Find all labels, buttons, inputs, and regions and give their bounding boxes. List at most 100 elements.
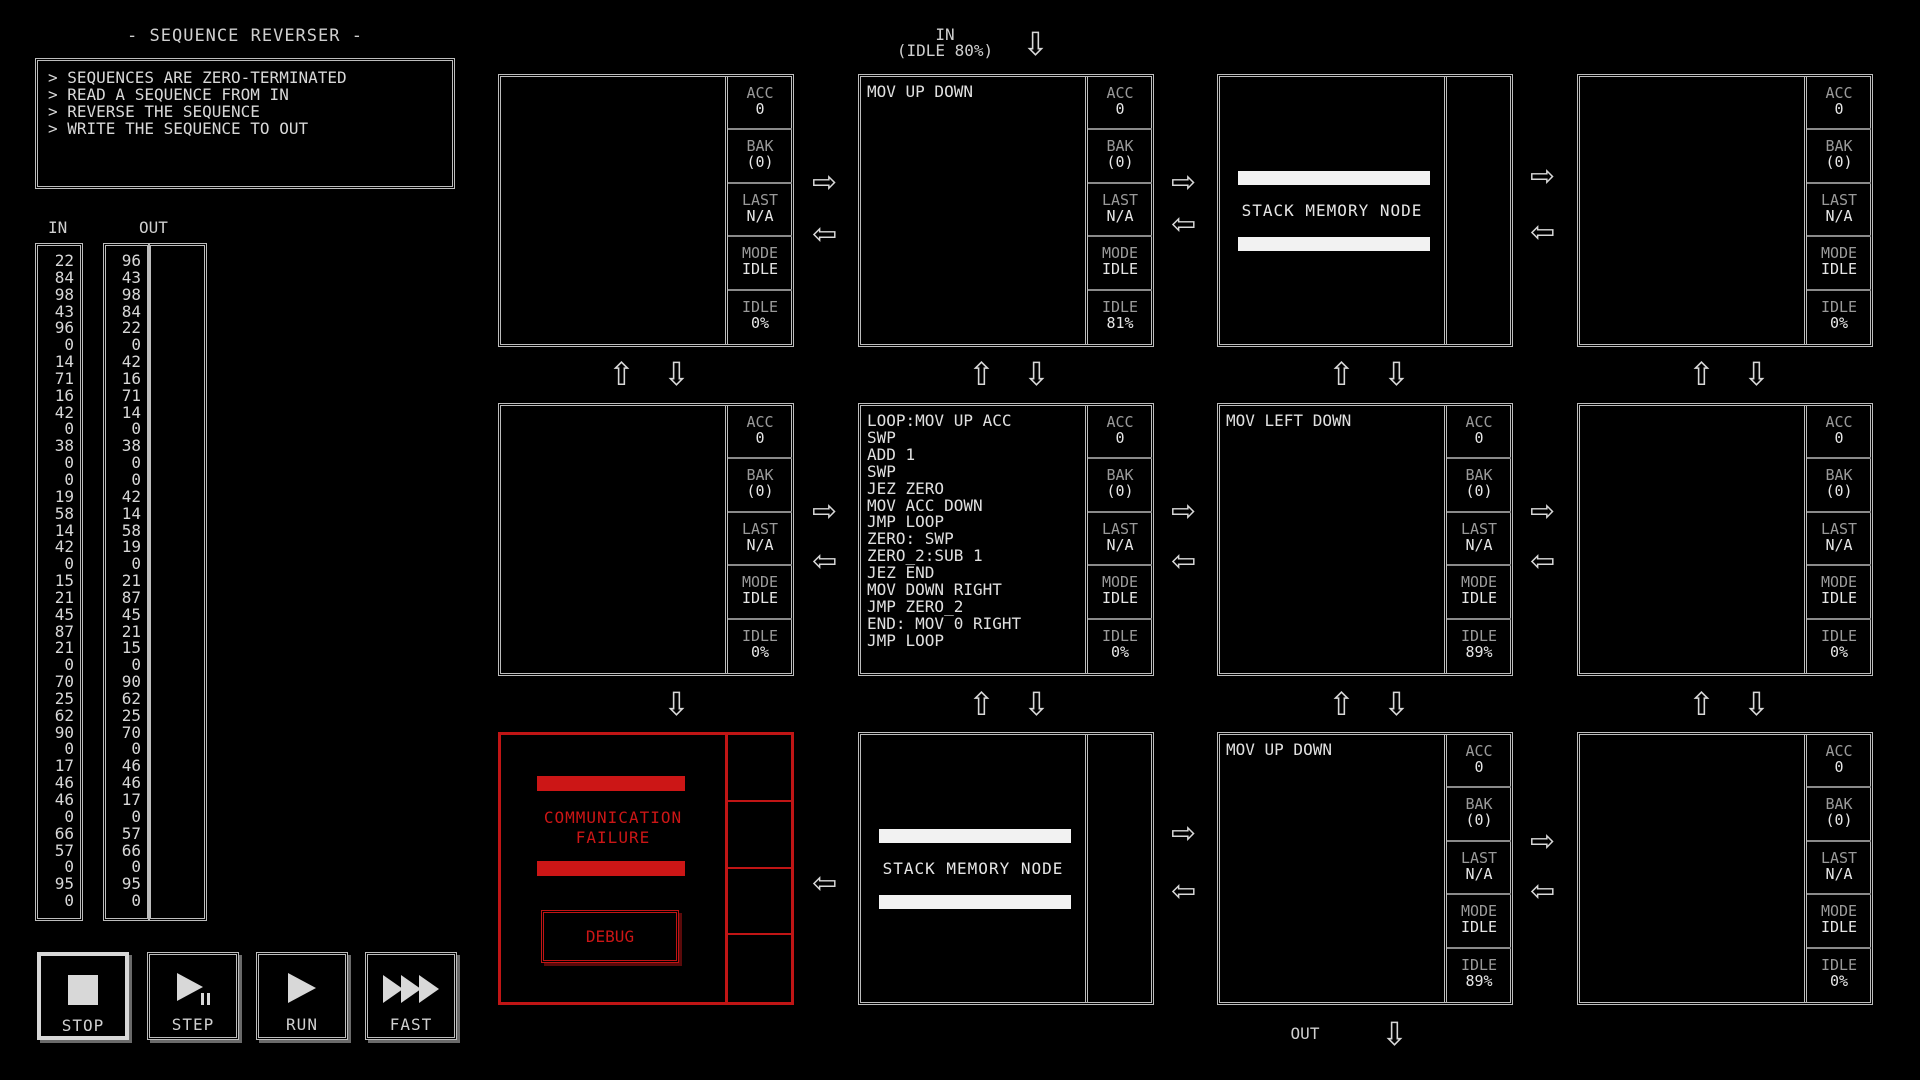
fast-button[interactable]: FAST	[365, 952, 457, 1040]
arrow-left-icon: ⇦	[812, 866, 838, 901]
register-label: MODE	[1460, 573, 1498, 592]
out-expected-value: 0	[131, 857, 141, 877]
description-line: > REVERSE THE SEQUENCE	[48, 102, 260, 121]
in-value: 46	[54, 773, 74, 793]
in-value: 17	[54, 756, 74, 776]
arrow-left-icon: ⇦	[1530, 215, 1556, 250]
in-port-name: IN	[935, 25, 955, 44]
register-label: MODE	[741, 244, 779, 263]
register-value: 0%	[750, 642, 770, 661]
in-value: 21	[54, 587, 74, 607]
out-expected-value: 71	[121, 385, 141, 405]
arrow-up-icon: ⇧	[968, 355, 995, 393]
register-value: IDLE	[1101, 589, 1139, 608]
register-label: IDLE	[1101, 626, 1139, 645]
out-expected-value: 0	[131, 739, 141, 759]
out-expected-value: 0	[131, 806, 141, 826]
register-label: ACC	[1465, 413, 1493, 431]
register-label: BAK	[1825, 137, 1853, 156]
arrow-left-icon: ⇦	[812, 217, 838, 252]
failure-bar-bottom	[537, 861, 685, 876]
out-expected-value: 42	[121, 486, 141, 506]
out-expected-value: 45	[121, 604, 141, 624]
code-editor[interactable]: MOV UP DOWN	[867, 82, 973, 101]
exec-node-r1c1[interactable]: LOOP:MOV UP ACC SWP ADD 1 SWP JEZ ZERO M…	[858, 403, 1154, 676]
code-editor[interactable]: LOOP:MOV UP ACC SWP ADD 1 SWP JEZ ZERO M…	[867, 411, 1022, 650]
in-value: 0	[64, 857, 74, 877]
code-editor[interactable]	[1580, 735, 1802, 1002]
register-label: ACC	[1465, 742, 1493, 760]
arrow-down-icon: ⇩	[663, 685, 690, 723]
register-label: BAK	[746, 466, 774, 485]
register-label: ACC	[1825, 413, 1853, 431]
register-bak: BAK(0)	[728, 459, 792, 513]
out-expected-value: 96	[121, 251, 141, 270]
out-expected-value: 0	[131, 419, 141, 439]
register-label: MODE	[1460, 902, 1498, 921]
stack-side-column	[1085, 735, 1152, 1002]
out-expected-value: 38	[121, 436, 141, 456]
arrow-down-icon: ⇩	[1383, 685, 1410, 723]
run-button[interactable]: RUN	[256, 952, 348, 1040]
in-value: 0	[64, 335, 74, 355]
in-value: 22	[54, 251, 74, 270]
stack-node-label: STACK MEMORY NODE	[1241, 201, 1423, 220]
code-editor[interactable]	[1580, 77, 1802, 344]
register-value: IDLE	[1820, 589, 1858, 608]
register-value: 89%	[1465, 642, 1493, 661]
in-value: 0	[64, 891, 74, 911]
code-editor[interactable]: MOV UP DOWN	[1226, 740, 1332, 759]
out-expected-value: 87	[121, 587, 141, 607]
register-bak: BAK(0)	[1807, 130, 1871, 184]
puzzle-description: > SEQUENCES ARE ZERO-TERMINATED > READ A…	[35, 58, 455, 189]
code-editor[interactable]: MOV LEFT DOWN	[1226, 411, 1352, 430]
in-value: 15	[54, 571, 74, 591]
step-button[interactable]: STEP	[147, 952, 239, 1040]
in-value: 58	[54, 503, 74, 523]
in-port-idle: (IDLE 80%)	[896, 41, 994, 60]
in-value: 0	[64, 554, 74, 574]
arrow-left-icon: ⇦	[1171, 544, 1197, 579]
debug-button[interactable]: DEBUG	[541, 910, 679, 963]
register-value: N/A	[1825, 535, 1853, 554]
arrow-down-icon: ⇩	[663, 355, 690, 393]
register-bak: BAK(0)	[728, 130, 792, 184]
in-value: 62	[54, 705, 74, 725]
code-editor[interactable]	[1580, 406, 1802, 673]
code-editor[interactable]	[501, 406, 723, 673]
stop-button[interactable]: STOP	[37, 952, 129, 1040]
out-expected-value: 0	[131, 891, 141, 911]
in-value: 43	[54, 301, 74, 321]
arrow-right-icon: ⇨	[1171, 816, 1197, 851]
stack-node-label: STACK MEMORY NODE	[882, 859, 1064, 878]
stack-bar-top	[1238, 171, 1430, 185]
stack-bar-top	[879, 829, 1071, 843]
register-label: IDLE	[1820, 626, 1858, 645]
run-label: RUN	[286, 1015, 318, 1034]
register-value: IDLE	[1820, 918, 1858, 937]
register-value: (0)	[1106, 482, 1134, 501]
code-editor[interactable]	[501, 77, 723, 344]
out-expected-value: 15	[121, 638, 141, 658]
out-expected-value: 95	[121, 874, 141, 894]
out-actual-list	[148, 243, 207, 921]
arrow-right-icon: ⇨	[1530, 159, 1556, 194]
register-value: IDLE	[1460, 918, 1498, 937]
register-value: 0	[1115, 429, 1125, 447]
